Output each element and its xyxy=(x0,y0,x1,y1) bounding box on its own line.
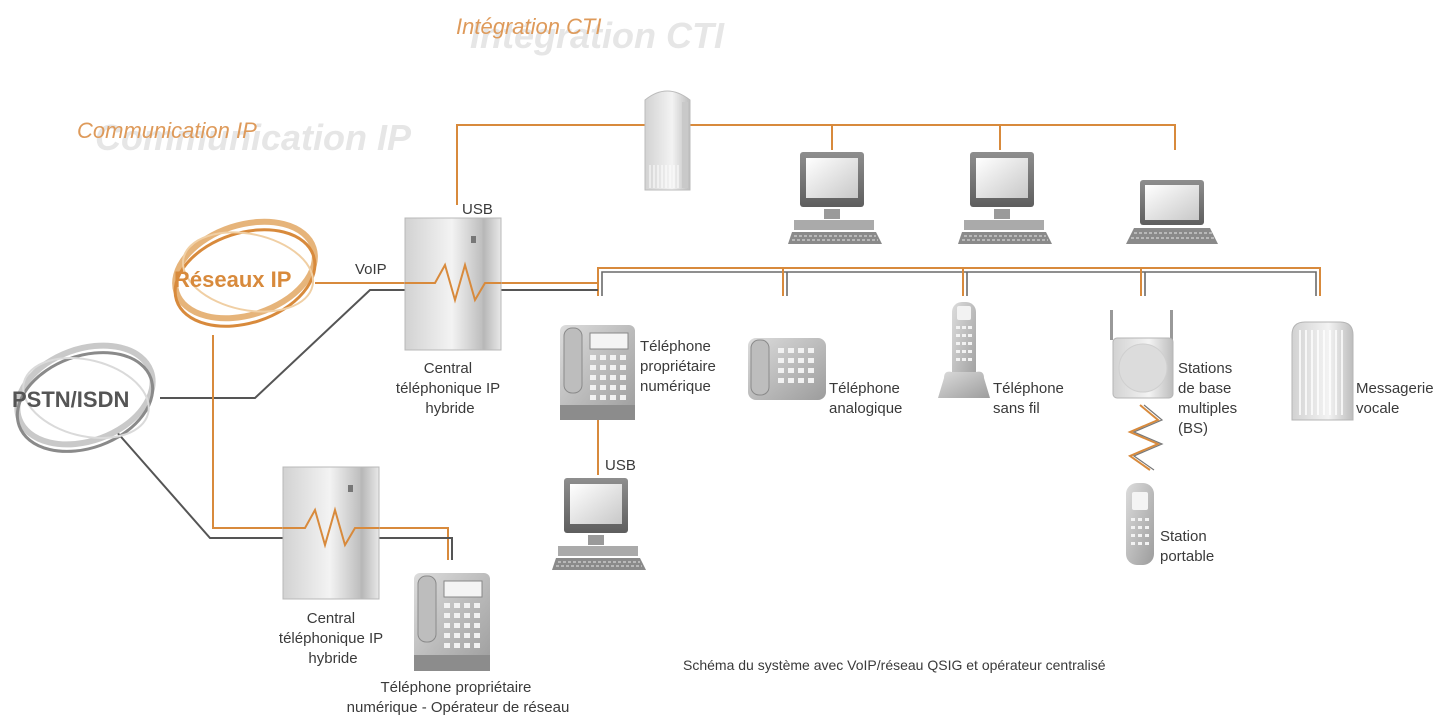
ip-header: Communication IP xyxy=(77,118,257,143)
base-stations-label-line-2: de base xyxy=(1178,380,1231,397)
digital-phone-label-line-2: propriétaire xyxy=(640,358,716,375)
portable-station-label-line-1: Station xyxy=(1160,528,1207,545)
voicemail-label: Messagerie vocale xyxy=(1356,380,1438,417)
digital-phone-label: Téléphone propriétaire numérique xyxy=(640,338,720,395)
second-pbx-voip-wave xyxy=(283,506,379,549)
cti-server-icon xyxy=(644,90,691,191)
voip-label: VoIP xyxy=(355,261,387,278)
second-pbx-label-line-2: téléphonique IP xyxy=(279,630,383,647)
second-pbx-label-line-1: Central xyxy=(307,610,355,627)
base-stations-label: Stations de base multiples (BS) xyxy=(1178,360,1241,437)
pstn-label: PSTN/ISDN xyxy=(12,387,129,412)
cti-lan-lines xyxy=(456,124,1176,205)
pc-icon-2 xyxy=(958,152,1052,244)
ip-header-ghost: Communication IP xyxy=(95,117,412,158)
analog-phone-label-line-2: analogique xyxy=(829,400,902,417)
base-stations-label-line-4: (BS) xyxy=(1178,420,1208,437)
wireless-link-shadow xyxy=(1132,404,1164,471)
main-pbx-label: Central téléphonique IP hybride xyxy=(396,360,504,417)
analog-phone-icon xyxy=(748,338,826,400)
digital-phone-label-line-3: numérique xyxy=(640,378,711,395)
base-stations-label-line-1: Stations xyxy=(1178,360,1232,377)
main-pbx-label-line-3: hybride xyxy=(425,400,474,417)
cordless-phone-label-line-2: sans fil xyxy=(993,400,1040,417)
second-pbx-icon xyxy=(282,466,380,600)
pstn-cloud: PSTN/ISDN xyxy=(12,342,156,453)
usb-label-bottom: USB xyxy=(605,457,636,474)
portable-station-icon xyxy=(1126,483,1154,565)
cti-header-ghost: Intégration CTI xyxy=(470,15,725,56)
main-pbx-label-line-2: téléphonique IP xyxy=(396,380,500,397)
voicemail-label-line-2: vocale xyxy=(1356,400,1399,417)
pc-icon-1 xyxy=(788,152,882,244)
analog-phone-label: Téléphone analogique xyxy=(829,380,904,417)
second-pbx-label-line-3: hybride xyxy=(308,650,357,667)
extension-bus xyxy=(597,267,1321,296)
operator-phone-label-line-1: Téléphone propriétaire xyxy=(380,679,531,696)
ip-network-label: Réseaux IP xyxy=(174,267,291,292)
cordless-phone-label-line-1: Téléphone xyxy=(993,380,1064,397)
voicemail-icon xyxy=(1291,321,1354,421)
cordless-phone-icon xyxy=(938,302,990,398)
portable-station-label-line-2: portable xyxy=(1160,548,1214,565)
portable-station-label: Station portable xyxy=(1160,528,1214,565)
second-pbx-label: Central téléphonique IP hybride xyxy=(279,610,387,667)
operator-phone-icon xyxy=(414,573,490,671)
operator-phone-label: Téléphone propriétaire numérique - Opéra… xyxy=(347,679,570,716)
pc-icon-usb xyxy=(552,478,646,570)
operator-phone-label-line-2: numérique - Opérateur de réseau xyxy=(347,699,570,716)
diagram-caption: Schéma du système avec VoIP/réseau QSIG … xyxy=(683,657,1106,673)
cti-header: Intégration CTI xyxy=(456,14,602,39)
ip-network-cloud: Réseaux IP xyxy=(172,218,318,328)
base-stations-label-line-3: multiples xyxy=(1178,400,1237,417)
usb-label-top: USB xyxy=(462,201,493,218)
main-pbx-voip-wave xyxy=(405,261,501,304)
cordless-phone-label: Téléphone sans fil xyxy=(993,380,1068,417)
main-pbx-label-line-1: Central xyxy=(424,360,472,377)
laptop-icon xyxy=(1126,180,1218,244)
digital-phone-label-line-1: Téléphone xyxy=(640,338,711,355)
voicemail-label-line-1: Messagerie xyxy=(1356,380,1434,397)
base-station-icon xyxy=(1110,310,1174,399)
wireless-link xyxy=(1127,404,1161,471)
analog-phone-label-line-1: Téléphone xyxy=(829,380,900,397)
digital-phone-icon xyxy=(560,325,635,420)
